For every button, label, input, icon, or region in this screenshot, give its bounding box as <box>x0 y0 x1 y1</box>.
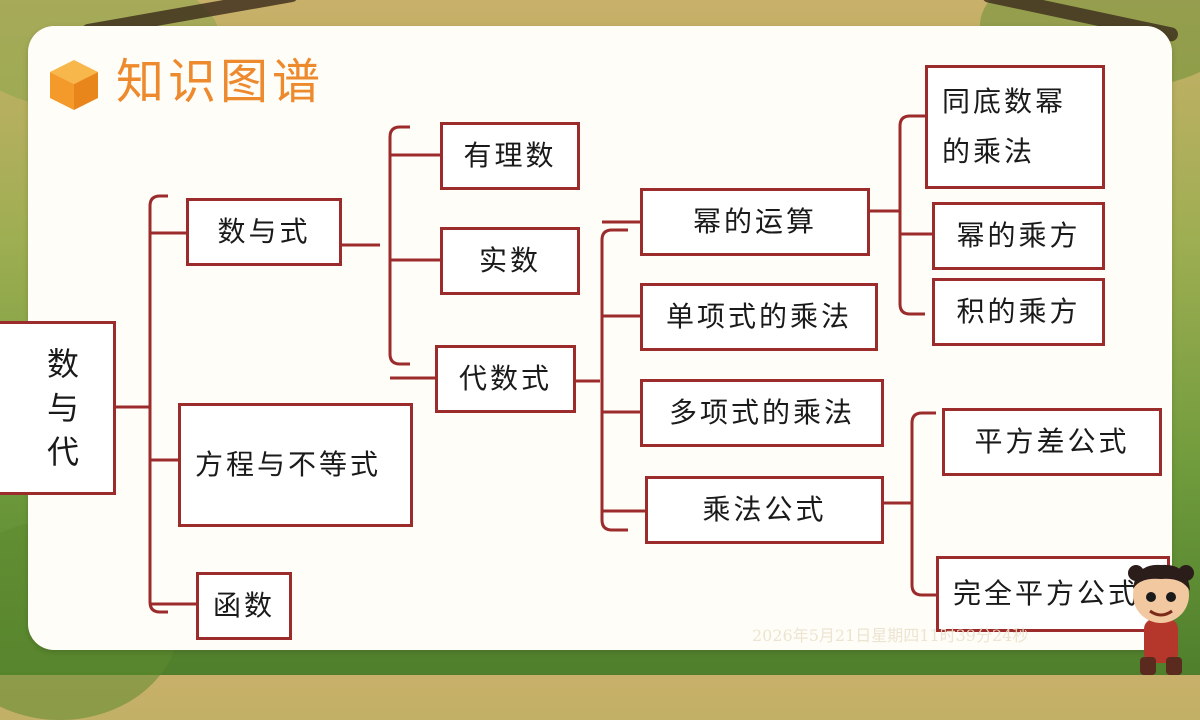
node-hanshu: 函数 <box>196 572 292 640</box>
node-shishu: 实数 <box>440 227 580 295</box>
page-title: 知识图谱 <box>116 54 325 110</box>
node-tongdi: 同底数幂的乘法 <box>925 65 1105 189</box>
node-daishushi: 代数式 <box>435 345 576 413</box>
node-mi-chengfang: 幂的乘方 <box>932 202 1105 270</box>
timestamp-watermark: 2026年5月21日星期四11时39分24秒 <box>752 626 1029 645</box>
node-mi-yunsuan: 幂的运算 <box>640 188 870 256</box>
node-chengfa-gongshi: 乘法公式 <box>645 476 884 544</box>
node-root: 数与代 <box>0 321 116 495</box>
mascot-character <box>1128 564 1194 675</box>
node-ji-chengfang: 积的乘方 <box>932 278 1105 346</box>
node-shu-yu-shi: 数与式 <box>186 198 342 266</box>
node-danxiangshi: 单项式的乘法 <box>640 283 878 351</box>
node-duoxiangshi: 多项式的乘法 <box>640 379 884 447</box>
cube-icon <box>50 60 98 110</box>
node-youlishu: 有理数 <box>440 122 580 190</box>
node-fangcheng: 方程与不等式 <box>178 403 413 527</box>
node-pingfangcha: 平方差公式 <box>942 408 1162 476</box>
